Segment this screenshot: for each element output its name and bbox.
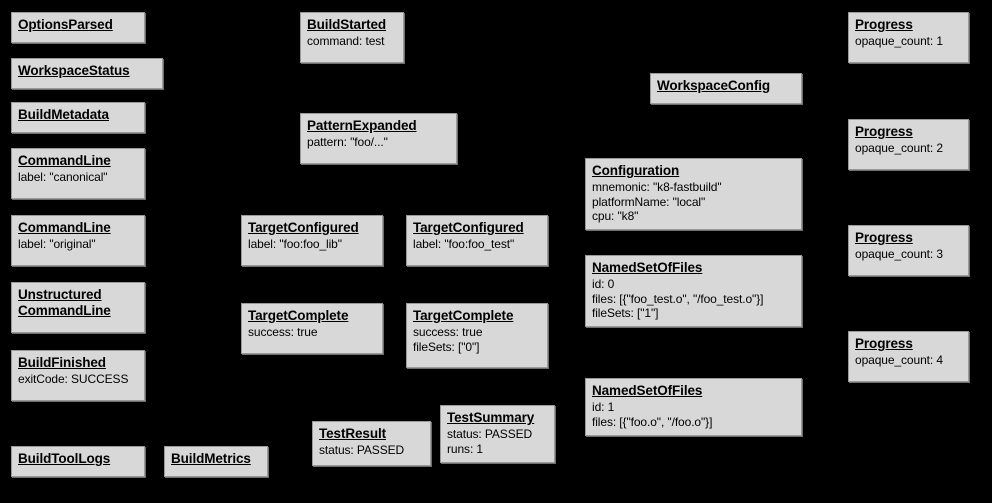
event-node-test-result[interactable]: TestResult status: PASSED: [312, 421, 431, 466]
event-node-build-metadata[interactable]: BuildMetadata: [11, 102, 145, 133]
event-node-title: WorkspaceConfig: [657, 78, 771, 93]
event-node-title: TargetComplete: [248, 308, 349, 323]
event-node-title: OptionsParsed: [18, 17, 113, 32]
event-node-fields: label: "original": [18, 237, 96, 251]
event-node-title: TestResult: [319, 426, 387, 441]
event-node-fields: opaque_count: 4: [855, 353, 943, 367]
event-node-fields: status: PASSED runs: 1: [447, 427, 533, 456]
event-node-title: BuildMetadata: [18, 107, 109, 122]
event-node-build-tool-logs[interactable]: BuildToolLogs: [11, 446, 145, 477]
event-node-build-started[interactable]: BuildStarted command: test: [300, 12, 404, 63]
event-node-fields: success: true: [248, 325, 318, 339]
event-node-target-complete-foo-lib[interactable]: TargetComplete success: true: [241, 303, 383, 354]
event-node-target-configured-foo-test[interactable]: TargetConfigured label: "foo:foo_test": [406, 215, 548, 266]
event-node-pattern-expanded[interactable]: PatternExpanded pattern: "foo/...": [300, 113, 457, 164]
event-node-progress-4[interactable]: Progress opaque_count: 4: [848, 331, 969, 382]
event-node-title: PatternExpanded: [307, 118, 417, 133]
event-node-title: NamedSetOfFiles: [592, 383, 703, 398]
event-node-build-finished[interactable]: BuildFinished exitCode: SUCCESS: [11, 350, 145, 401]
event-node-command-line-original[interactable]: CommandLine label: "original": [11, 215, 145, 266]
event-node-progress-3[interactable]: Progress opaque_count: 3: [848, 225, 969, 276]
event-node-title: TargetComplete: [413, 308, 514, 323]
event-node-workspace-config[interactable]: WorkspaceConfig: [650, 73, 802, 104]
event-node-workspace-status[interactable]: WorkspaceStatus: [11, 58, 163, 89]
event-node-progress-1[interactable]: Progress opaque_count: 1: [848, 12, 969, 63]
event-node-named-set-of-files-0[interactable]: NamedSetOfFiles id: 0 files: [{"foo_test.…: [585, 255, 802, 327]
event-node-title: BuildFinished: [18, 355, 106, 370]
event-node-title: Progress: [855, 230, 913, 245]
event-node-title: CommandLine: [18, 220, 111, 235]
event-node-fields: opaque_count: 2: [855, 141, 943, 155]
event-node-fields: opaque_count: 3: [855, 247, 943, 261]
event-node-title: TargetConfigured: [248, 220, 359, 235]
event-node-fields: label: "canonical": [18, 170, 108, 184]
event-node-fields: id: 0 files: [{"foo_test.o", "/foo_test.…: [592, 277, 764, 320]
event-node-target-configured-foo-lib[interactable]: TargetConfigured label: "foo:foo_lib": [241, 215, 383, 266]
event-node-title: BuildToolLogs: [18, 451, 111, 466]
event-node-title: BuildMetrics: [171, 451, 251, 466]
event-node-title: TestSummary: [447, 410, 535, 425]
event-node-fields: command: test: [307, 34, 385, 48]
event-node-options-parsed[interactable]: OptionsParsed: [11, 12, 145, 43]
event-node-title: Configuration: [592, 163, 680, 178]
event-node-unstructured-command-line[interactable]: Unstructured CommandLine: [11, 282, 145, 333]
event-node-target-complete-foo-test[interactable]: TargetComplete success: true fileSets: ["…: [406, 303, 548, 368]
event-node-fields: success: true fileSets: ["0"]: [413, 325, 483, 354]
event-node-test-summary[interactable]: TestSummary status: PASSED runs: 1: [440, 405, 555, 463]
event-node-fields: label: "foo:foo_test": [413, 237, 515, 251]
event-node-title: TargetConfigured: [413, 220, 524, 235]
event-node-fields: label: "foo:foo_lib": [248, 237, 342, 251]
event-node-title: NamedSetOfFiles: [592, 260, 703, 275]
event-node-fields: status: PASSED: [319, 443, 405, 457]
event-node-fields: pattern: "foo/...": [307, 135, 388, 149]
event-node-progress-2[interactable]: Progress opaque_count: 2: [848, 119, 969, 170]
event-node-title: WorkspaceStatus: [18, 63, 130, 78]
event-node-title: BuildStarted: [307, 17, 387, 32]
event-node-title: Unstructured CommandLine: [18, 287, 111, 318]
event-node-title: Progress: [855, 124, 913, 139]
event-node-fields: exitCode: SUCCESS: [18, 372, 129, 386]
event-node-fields: opaque_count: 1: [855, 34, 943, 48]
event-node-build-metrics[interactable]: BuildMetrics: [164, 446, 268, 477]
event-node-named-set-of-files-1[interactable]: NamedSetOfFiles id: 1 files: [{"foo.o", "…: [585, 378, 802, 436]
event-node-fields: mnemonic: "k8-fastbuild" platformName: "…: [592, 180, 722, 223]
event-node-configuration[interactable]: Configuration mnemonic: "k8-fastbuild" pl…: [585, 158, 802, 230]
event-node-title: CommandLine: [18, 153, 111, 168]
event-node-title: Progress: [855, 336, 913, 351]
event-node-command-line-canonical[interactable]: CommandLine label: "canonical": [11, 148, 145, 199]
event-node-title: Progress: [855, 17, 913, 32]
event-node-fields: id: 1 files: [{"foo.o", "/foo.o"}]: [592, 400, 713, 429]
